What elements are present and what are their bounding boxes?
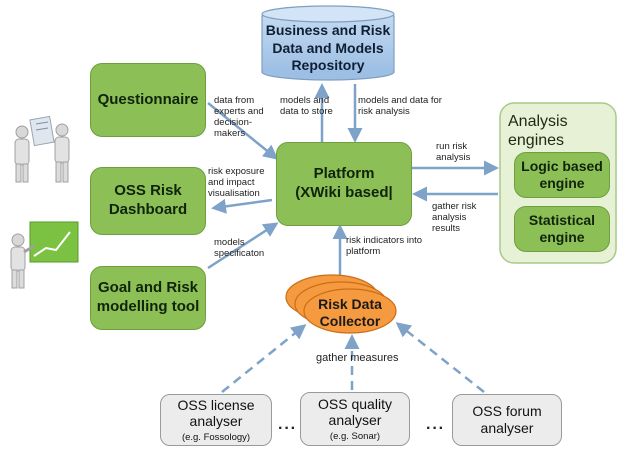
oss-quality-analyser-box: OSS quality analyser (e.g. Sonar)	[300, 392, 410, 446]
label-models-data-to-store: models and data to store	[280, 95, 333, 117]
label-risk-indicators: risk indicators into platform	[346, 235, 423, 257]
analysis-engines-title: Analysis engines	[508, 113, 568, 150]
label-run-risk-analysis: run risk analysis	[436, 141, 471, 163]
ellipsis-right: ···	[426, 420, 445, 437]
questionnaire-label: Questionnaire	[97, 90, 199, 108]
label-models-specification: models specificaton	[214, 237, 265, 259]
arrow-forum-to-collector	[395, 322, 485, 393]
people-with-chart-icon	[14, 115, 70, 183]
platform-box: Platform (XWiki based|	[276, 142, 412, 226]
label-models-data-risk-analysis: models and data for risk analysis	[358, 95, 442, 117]
label-risk-exposure: risk exposure and impact visualisation	[208, 166, 265, 199]
arrow-modelling-to-platform	[207, 222, 279, 270]
logic-based-engine-box: Logic based engine	[514, 152, 610, 198]
statistical-engine-box: Statistical engine	[514, 206, 610, 252]
questionnaire-box: Questionnaire	[90, 63, 206, 137]
risk-data-collector	[285, 274, 397, 334]
arrow-license-to-collector	[221, 324, 307, 393]
label-data-from-experts: data from experts and decision- makers	[214, 95, 264, 139]
arrow-platform-to-dashboard	[211, 198, 273, 214]
oss-risk-dashboard-box: OSS Risk Dashboard	[90, 167, 206, 235]
arrow-questionnaire-to-platform	[207, 102, 279, 160]
label-gather-risk-results: gather risk analysis results	[432, 201, 477, 234]
oss-forum-analyser-box: OSS forum analyser	[452, 394, 562, 446]
person-with-chart-icon	[10, 221, 79, 289]
goal-risk-modelling-tool-box: Goal and Risk modelling tool	[90, 266, 206, 330]
ellipsis-left: ···	[278, 420, 297, 437]
oss-license-analyser-box: OSS license analyser (e.g. Fossology)	[160, 394, 272, 446]
repository-cylinder	[261, 5, 395, 81]
repository-label: Business and Risk Data and Models Reposi…	[265, 22, 391, 73]
label-gather-measures: gather measures	[316, 352, 399, 364]
risk-data-collector-label: Risk Data Collector	[318, 296, 382, 329]
